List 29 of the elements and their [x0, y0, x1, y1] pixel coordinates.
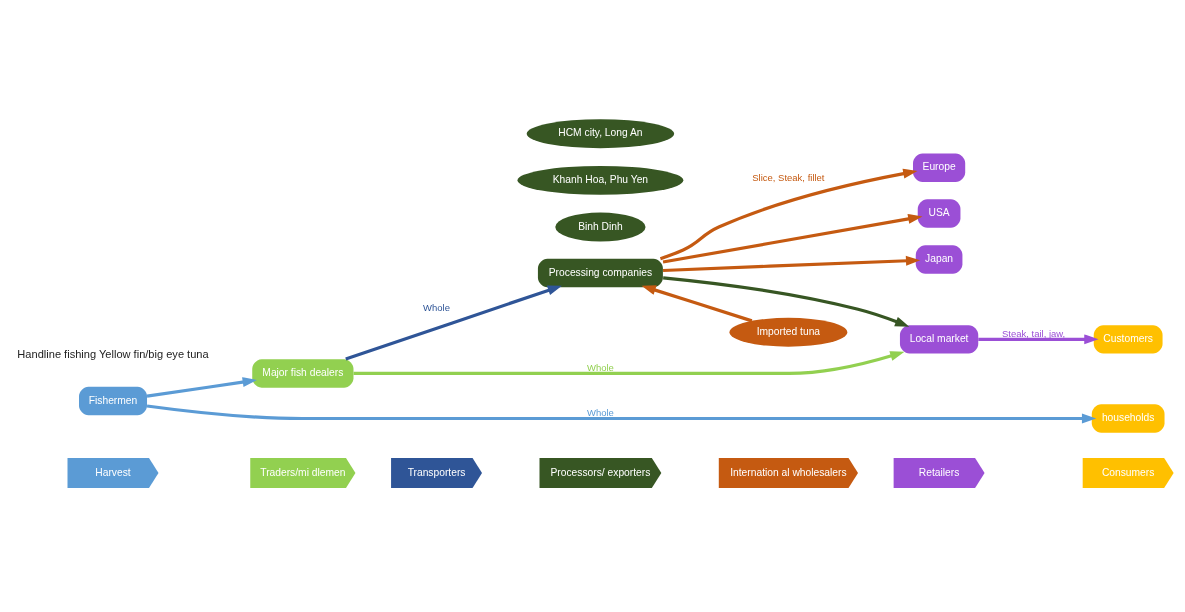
node-box: Processing companies	[537, 258, 663, 288]
node-box: Japan	[915, 245, 963, 274]
node-box: Major fish dealers	[252, 359, 354, 388]
node-box: USA	[917, 199, 961, 228]
arrow	[662, 255, 921, 273]
edge-label: Whole	[423, 301, 450, 313]
arrow	[663, 276, 910, 327]
node-box: Local market	[899, 325, 979, 354]
node-box: Customers	[1093, 325, 1163, 354]
node-box: Fishermen	[79, 386, 148, 416]
node-box: households	[1091, 404, 1165, 433]
arrow	[353, 351, 905, 375]
edge-label: Slice, Steak, fillet	[752, 171, 825, 183]
node-ellipse: Khanh Hoa, Phu Yen	[517, 165, 684, 195]
arrow	[662, 213, 923, 264]
node-ellipse: Binh Dinh	[555, 212, 646, 242]
node-ellipse: HCM city, Long An	[526, 119, 675, 149]
arrow	[146, 377, 257, 398]
edge-label: Whole	[586, 361, 614, 373]
arrow	[146, 404, 1097, 424]
arrow	[641, 285, 753, 323]
arrow	[978, 334, 1099, 345]
node-ellipse: Imported tuna	[729, 317, 848, 347]
edge-label: Whole	[586, 406, 614, 418]
arrow	[659, 168, 918, 261]
edge-label: Steak, tail, jaw,	[1001, 327, 1066, 339]
arrow	[345, 285, 562, 361]
label: Handline fishing Yellow fin/big eye tuna	[17, 348, 209, 361]
node-box: Europe	[913, 153, 966, 182]
